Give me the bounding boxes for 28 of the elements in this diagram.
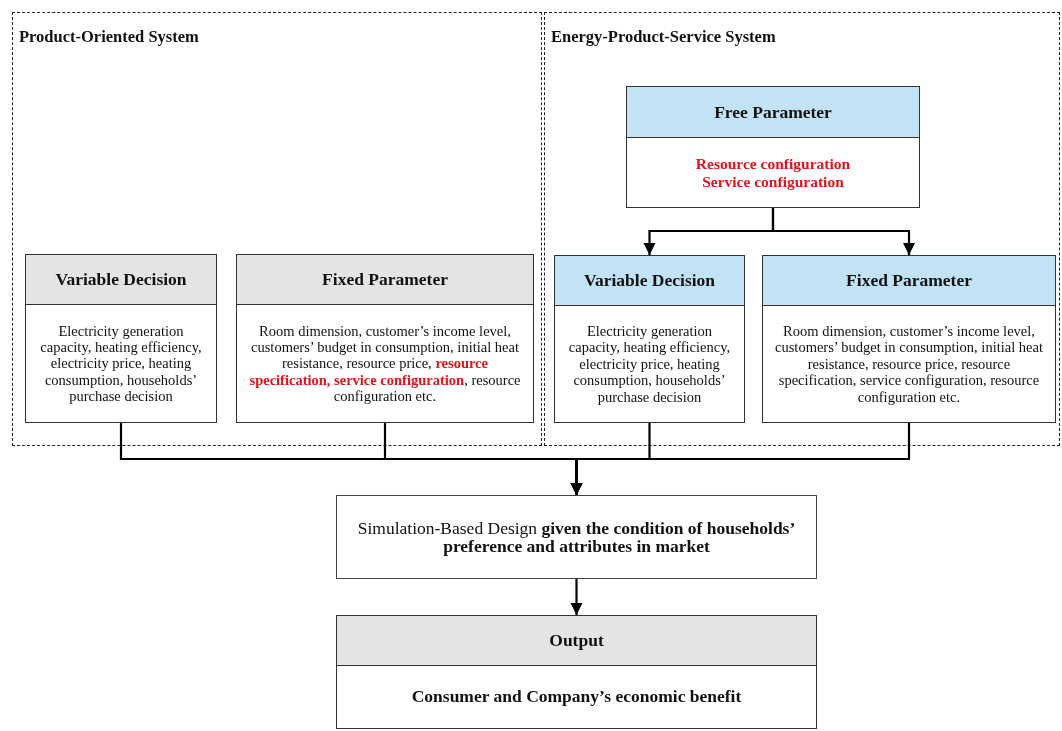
card-text: Electricity generation capacity, heating efficiency, electricity price, heating consumption, households’ purchase decision: [39, 322, 203, 405]
card-text: Service configuration: [702, 172, 844, 190]
card-text: Room dimension, customer’s income level, customers’ budget in consumption, initial heat resistance, resource price, resource specification, service configuration, resource configuration etc.: [248, 322, 522, 405]
card-text: Room dimension, customer’s income level, customers’ budget in consumption, initial heat resistance, resource price, resource specification, service configuration, resource configuration etc.: [774, 323, 1044, 405]
panel-title: Energy-Product-Service System: [551, 27, 776, 47]
card-text: Resource configuration: [695, 155, 851, 173]
card-heading: Variable Decision: [26, 255, 216, 305]
card-text: Electricity generation capacity, heating efficiency, electricity price, heating consumption, households’ purchase decision: [567, 323, 732, 405]
card-heading: Variable Decision: [555, 256, 744, 306]
system-panel: [544, 12, 1060, 446]
parameter-card: [236, 254, 534, 423]
card-heading: Fixed Parameter: [237, 255, 533, 305]
parameter-card: [25, 254, 217, 423]
card-heading: Free Parameter: [627, 87, 919, 138]
arrow: [570, 579, 583, 615]
parameter-card: [554, 255, 745, 423]
card-heading: Fixed Parameter: [763, 256, 1055, 306]
card-heading: Output: [337, 616, 816, 666]
panel-title: Product-Oriented System: [19, 27, 199, 47]
card-text: Consumer and Company’s economic benefit: [411, 687, 742, 707]
parameter-card: [336, 615, 817, 729]
parameter-card: [626, 86, 920, 208]
parameter-card: [762, 255, 1056, 423]
system-panel: [12, 12, 542, 446]
arrow: [570, 423, 911, 495]
arrow: [771, 208, 916, 255]
process-box: [336, 495, 817, 579]
box-text: Simulation-Based Design given the condition of households’ preference and attributes in market: [357, 518, 796, 556]
